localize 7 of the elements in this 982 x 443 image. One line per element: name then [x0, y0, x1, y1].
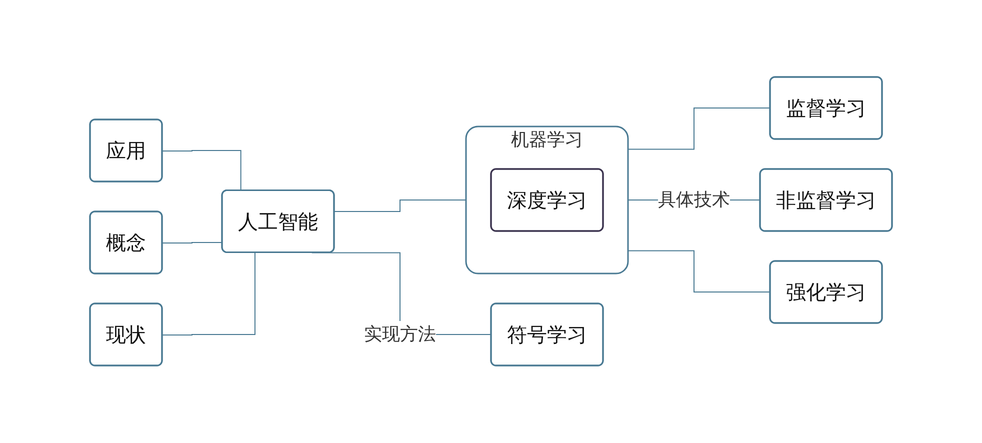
connector [628, 250, 770, 293]
connector [628, 108, 770, 150]
connector [162, 252, 256, 336]
edge-label: 具体技术 [658, 190, 730, 211]
connector [334, 200, 466, 212]
edge-label: 实现方法 [364, 324, 436, 346]
connector [162, 150, 242, 192]
